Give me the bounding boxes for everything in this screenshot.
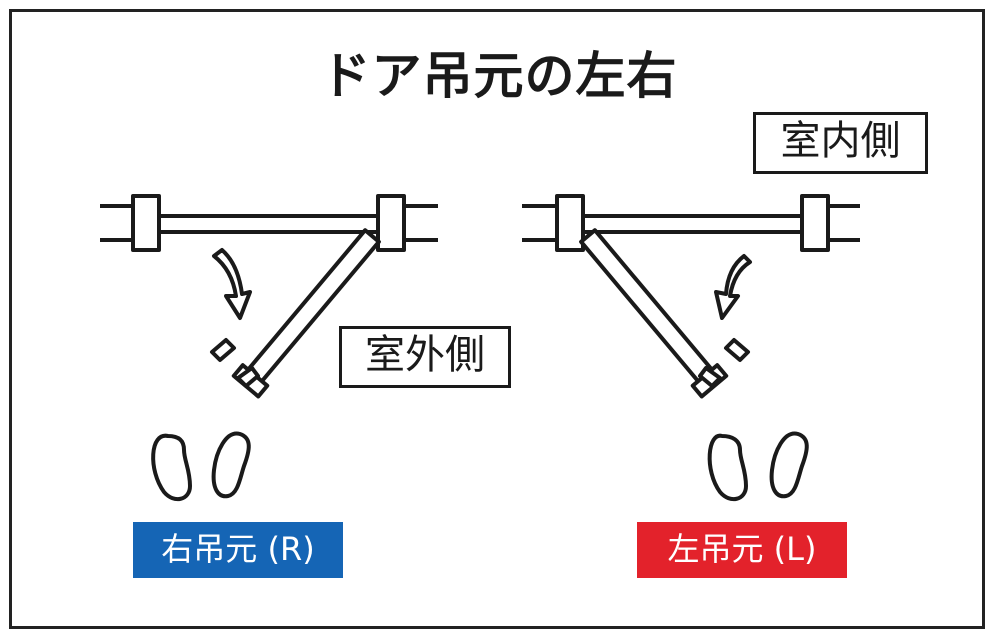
jamb-post-right [376,194,406,252]
door-handle-2 [236,366,260,388]
tag-right-hinge: 右吊元 (R) [133,522,343,578]
door-handle-1 [724,338,750,362]
label-inside: 室内側 [753,112,928,174]
footprint-left [151,433,192,502]
tag-left-hinge: 左吊元 (L) [637,522,847,578]
jamb-post-left [555,194,585,252]
door-handle-2 [698,366,722,388]
jamb-post-right [800,194,830,252]
door-handle-1 [210,338,236,362]
diagram-title: ドア吊元の左右 [320,47,678,105]
left-hinge-door-drawing [522,194,860,502]
swing-arrow [714,254,752,320]
door-frame-bar [580,214,806,234]
right-hinge-door-drawing [100,194,438,502]
footprint-left [707,433,748,502]
swing-arrow [212,248,252,320]
door-leaf [579,228,720,390]
footprint-right [769,431,809,499]
footprint-right [211,431,251,499]
door-frame-bar [156,214,382,234]
label-outside: 室外側 [339,326,511,388]
jamb-post-left [131,194,161,252]
